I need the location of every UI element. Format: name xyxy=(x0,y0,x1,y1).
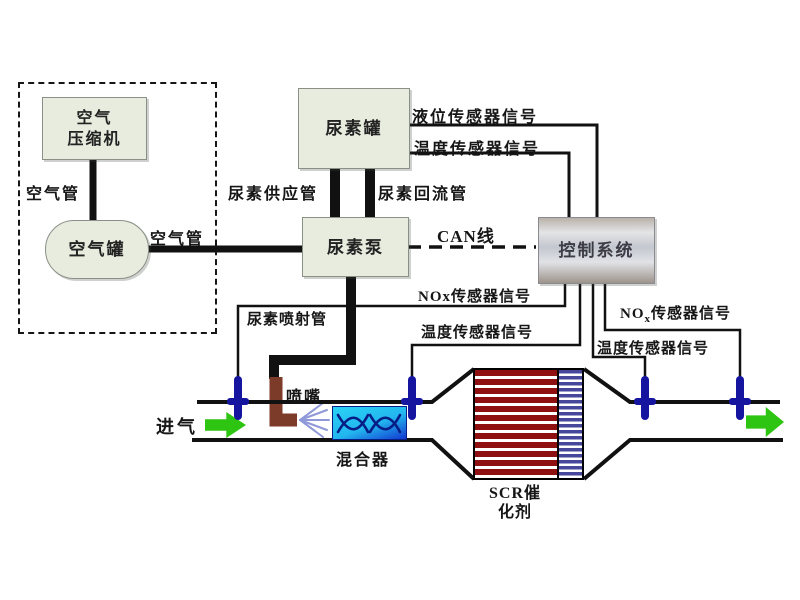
urea-pump-box: 尿素泵 xyxy=(302,217,409,277)
urea-pump-label: 尿素泵 xyxy=(327,237,384,257)
sensor-crossbar xyxy=(634,398,656,405)
nox-subscript: x xyxy=(644,313,651,325)
nox-upstream-signal-line xyxy=(236,280,567,378)
temp-upstream-sensor xyxy=(401,376,423,420)
urea-tank-label: 尿素罐 xyxy=(325,119,383,138)
urea-injection-line xyxy=(269,274,356,379)
temp-downstream-sensor xyxy=(634,376,656,420)
intake-label: 进气 xyxy=(156,417,198,437)
air-subsystem-frame xyxy=(18,82,217,334)
temp-upstream-signal-line xyxy=(410,280,582,378)
control-system-label: 控制系统 xyxy=(558,241,635,260)
nox-suffix: 传感器信号 xyxy=(651,306,732,322)
air-tank-label: 空气罐 xyxy=(68,240,126,259)
level-signal-line xyxy=(406,123,599,217)
nozzle-label: 喷嘴 xyxy=(286,389,323,406)
scr-catalyst-red-section xyxy=(473,368,559,480)
nox-downstream-sensor xyxy=(729,376,751,420)
sensor-crossbar xyxy=(227,398,249,405)
nox-downstream-label: NOx传感器信号 xyxy=(620,302,731,325)
can-line-label: CAN线 xyxy=(437,227,495,246)
nozzle-pipe xyxy=(269,377,297,427)
scr-catalyst-blue-section xyxy=(557,368,584,480)
sensor-crossbar xyxy=(401,398,423,405)
air-tank: 空气罐 xyxy=(45,220,149,279)
air-compressor-label: 空气 压缩机 xyxy=(67,109,122,148)
mixer-box xyxy=(332,406,407,440)
spray-icon xyxy=(299,402,330,438)
air-pipe-right-label: 空气管 xyxy=(150,231,205,248)
temp-downstream-label: 温度传感器信号 xyxy=(597,341,710,357)
air-pipe-left-label: 空气管 xyxy=(26,186,81,203)
control-system-box: 控制系统 xyxy=(538,217,655,284)
nox-downstream-signal-line xyxy=(603,280,742,378)
scr-catalyst-label: SCR催 化剂 xyxy=(488,485,541,521)
urea-return-label: 尿素回流管 xyxy=(378,186,469,203)
mixer-swirl-icon xyxy=(336,413,402,434)
tank-temp-signal-label: 温度传感器信号 xyxy=(414,141,541,158)
urea-supply-label: 尿素供应管 xyxy=(228,186,319,203)
air-compressor-box: 空气 压缩机 xyxy=(42,97,147,160)
nox-prefix: NO xyxy=(620,306,645,322)
tank-temp-signal-line xyxy=(406,151,571,217)
injection-pipe-label: 尿素喷射管 xyxy=(247,312,328,328)
temp-upstream-label: 温度传感器信号 xyxy=(421,325,534,341)
sensor-crossbar xyxy=(729,398,751,405)
level-signal-label: 液位传感器信号 xyxy=(412,109,539,126)
nox-upstream-label: NOx传感器信号 xyxy=(418,289,532,305)
temp-downstream-signal-line xyxy=(591,280,647,378)
exhaust-pipe-bottom-right xyxy=(582,438,783,481)
exhaust-pipe-bottom-left xyxy=(192,438,476,481)
exhaust-pipe-top-left xyxy=(197,367,476,404)
urea-tank-box: 尿素罐 xyxy=(298,88,410,169)
mixer-label: 混合器 xyxy=(336,452,391,469)
nox-upstream-sensor xyxy=(227,376,249,420)
